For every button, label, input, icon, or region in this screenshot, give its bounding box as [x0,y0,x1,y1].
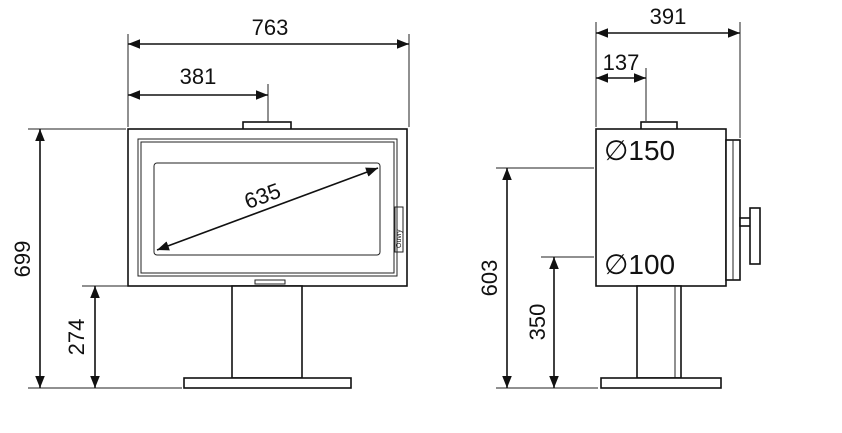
dim-label-height-flue-rear: 350 [525,304,550,341]
door-handle [394,206,404,253]
dim-label-flue-offset: 137 [603,50,640,75]
door-inner-frame [140,141,395,274]
dim-arrow-635 [156,167,379,251]
flue-top-diameter-label: ∅150 [604,135,675,166]
ash-slot [254,279,286,285]
dim-label-depth-total: 391 [650,4,687,29]
base-plate-front [183,377,352,389]
pedestal-side [636,285,682,379]
dim-label-height-pedestal: 274 [64,319,89,356]
side-view: ∅150 ∅100 391 137 603 350 [477,4,761,389]
stove-body-front [127,128,408,287]
flue-rear-diameter-label: ∅100 [604,249,675,280]
dim-label-height-flue-top: 603 [477,260,502,297]
base-plate-side [600,377,722,389]
dim-label-width-half: 381 [180,64,217,89]
dim-label-height-total: 699 [10,241,35,278]
dim-label-width-total: 763 [252,15,289,40]
pedestal-front [231,285,303,379]
stove-body-side [595,128,727,287]
glass-panel [153,162,381,256]
front-view: Ouvry 763 381 635 699 274 [10,15,410,389]
brand-label: Ouvry [396,229,403,248]
handle-grip [749,207,761,265]
